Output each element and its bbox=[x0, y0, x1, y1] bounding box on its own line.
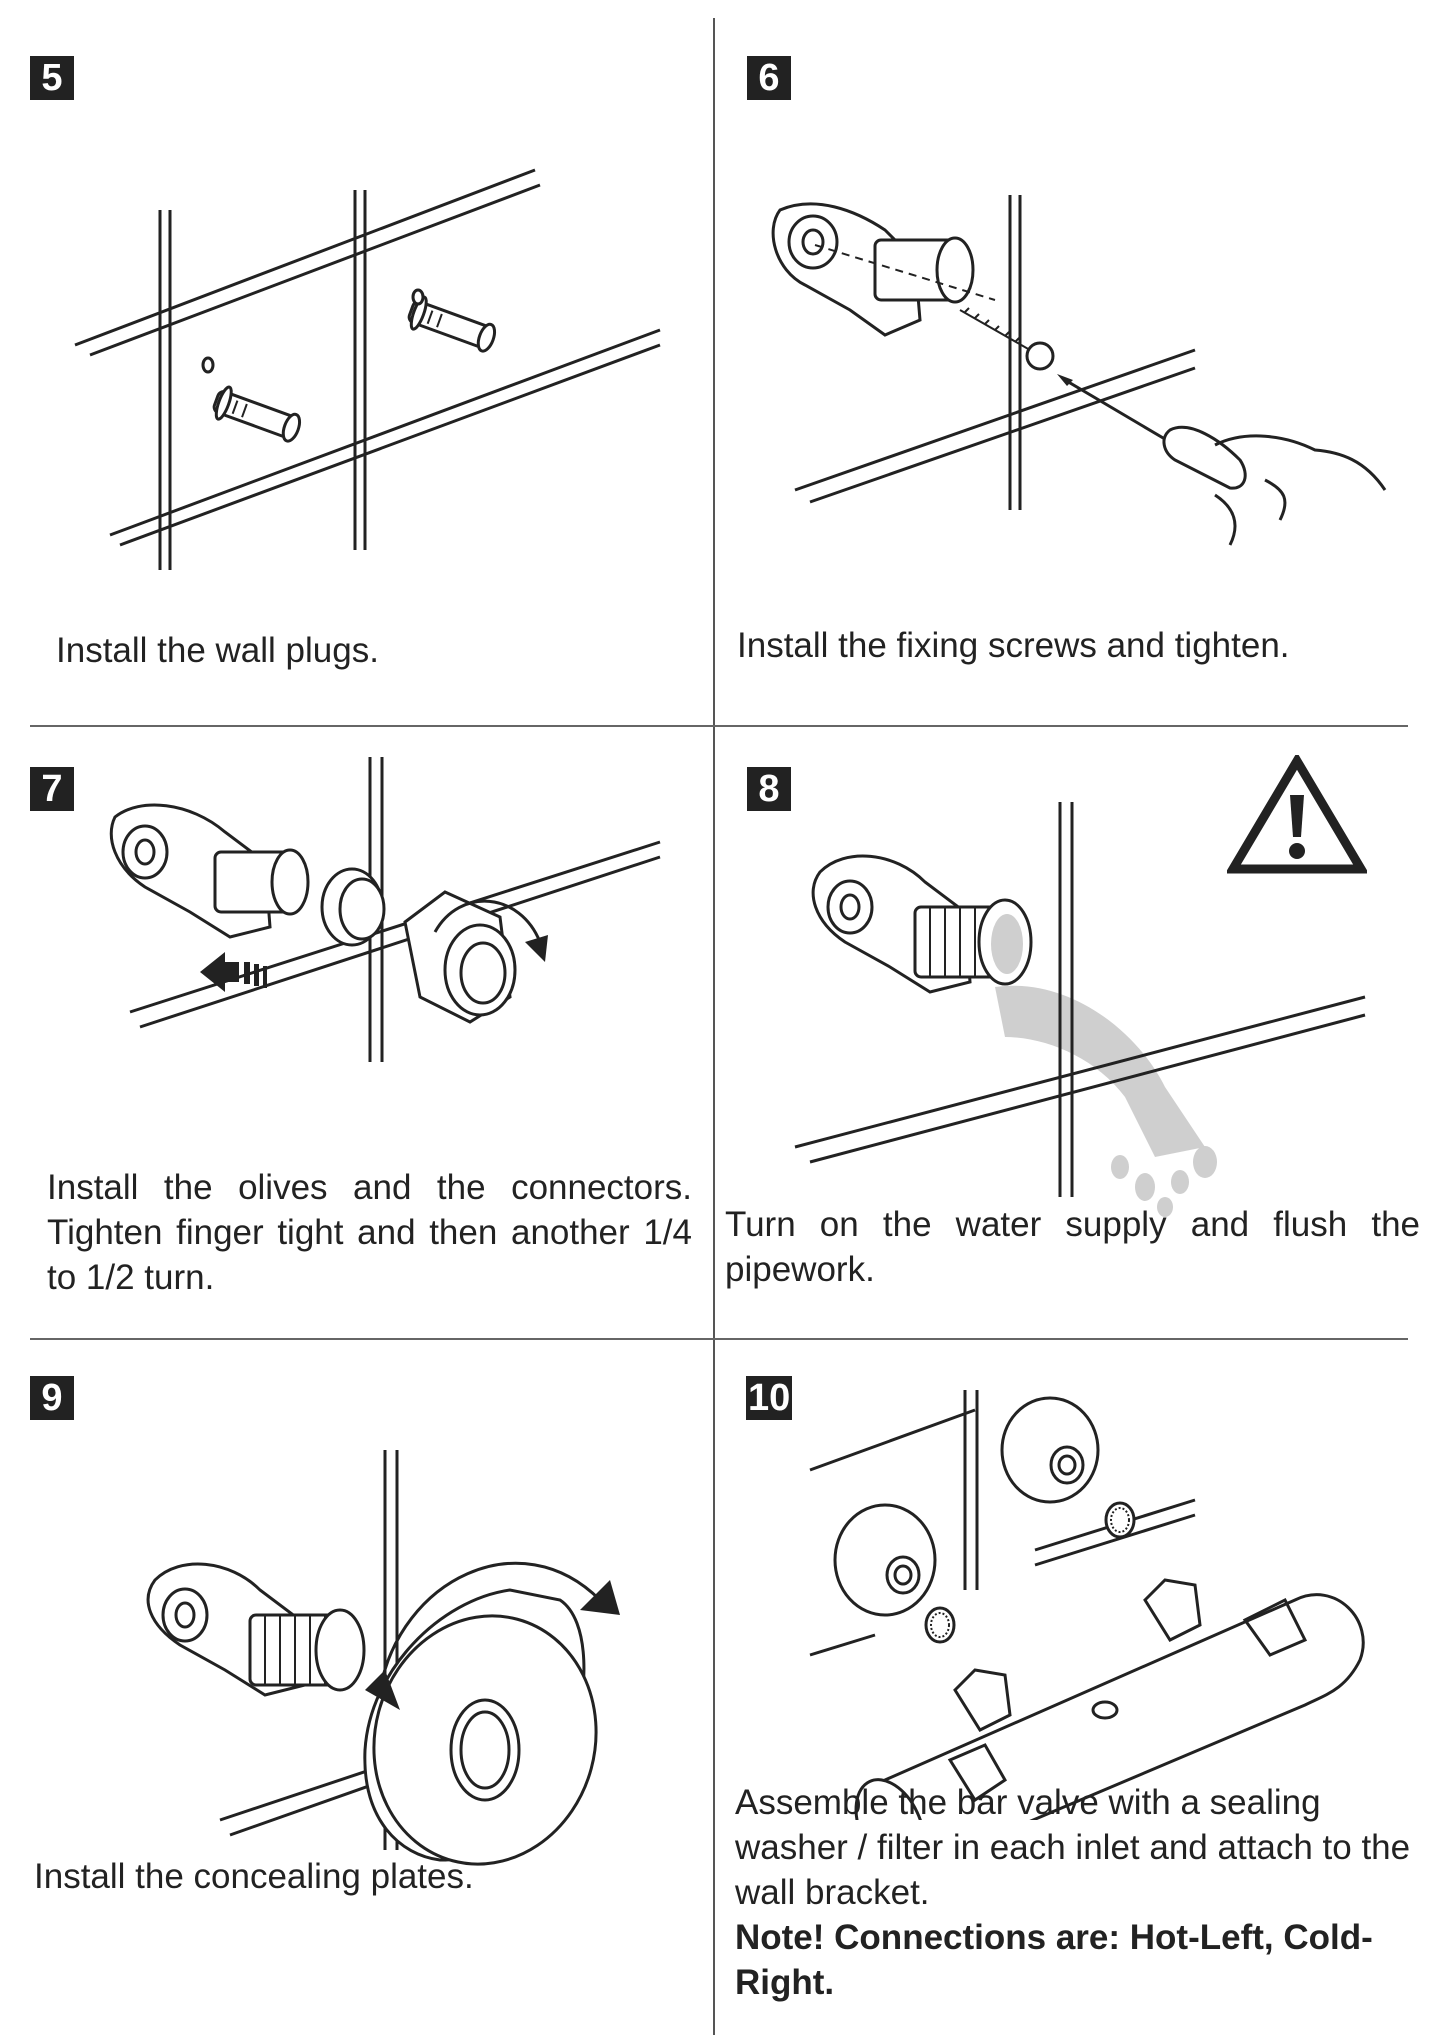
step-caption: Install the fixing screws and tighten. bbox=[737, 626, 1290, 665]
step-8-panel: 8 Tur bbox=[715, 727, 1440, 1338]
flush-pipework-illustration bbox=[735, 787, 1385, 1227]
olives-connectors-illustration bbox=[100, 757, 680, 1077]
connections-note: Note! Connections are: Hot-Left, Cold- R… bbox=[735, 1918, 1373, 2002]
step-9-panel: 9 Install the concealing plates. bbox=[0, 1340, 713, 2035]
step-caption: Assemble the bar valve with a sealing wa… bbox=[735, 1783, 1411, 1912]
step-number-badge: 7 bbox=[30, 767, 74, 811]
warning-triangle-icon bbox=[1227, 755, 1367, 875]
fixing-screws-illustration bbox=[745, 190, 1415, 560]
step-7-panel: 7 bbox=[0, 727, 713, 1338]
step-number-badge: 6 bbox=[747, 56, 791, 100]
step-number-badge: 9 bbox=[30, 1376, 74, 1420]
horizontal-divider-1 bbox=[30, 725, 1408, 727]
step-caption-block: Assemble the bar valve with a sealing wa… bbox=[735, 1780, 1425, 2005]
horizontal-divider-2 bbox=[30, 1338, 1408, 1340]
step-caption: Turn on the water supply and flush the p… bbox=[725, 1205, 1420, 1289]
step-caption: Install the olives and the connectors. T… bbox=[47, 1168, 692, 1297]
concealing-plates-illustration bbox=[140, 1450, 660, 1870]
step-caption: Install the concealing plates. bbox=[34, 1857, 474, 1896]
step-6-panel: 6 Install the bbox=[715, 0, 1440, 725]
vertical-divider bbox=[713, 18, 715, 2035]
step-number-badge: 10 bbox=[746, 1376, 793, 1420]
step-number-badge: 8 bbox=[747, 767, 791, 811]
bar-valve-illustration bbox=[775, 1350, 1415, 1820]
step-5-panel: 5 bbox=[0, 0, 713, 725]
step-number-badge: 5 bbox=[30, 56, 74, 100]
step-10-panel: 10 bbox=[715, 1340, 1440, 2035]
wall-plugs-illustration bbox=[70, 160, 670, 580]
step-caption: Install the wall plugs. bbox=[56, 631, 379, 670]
